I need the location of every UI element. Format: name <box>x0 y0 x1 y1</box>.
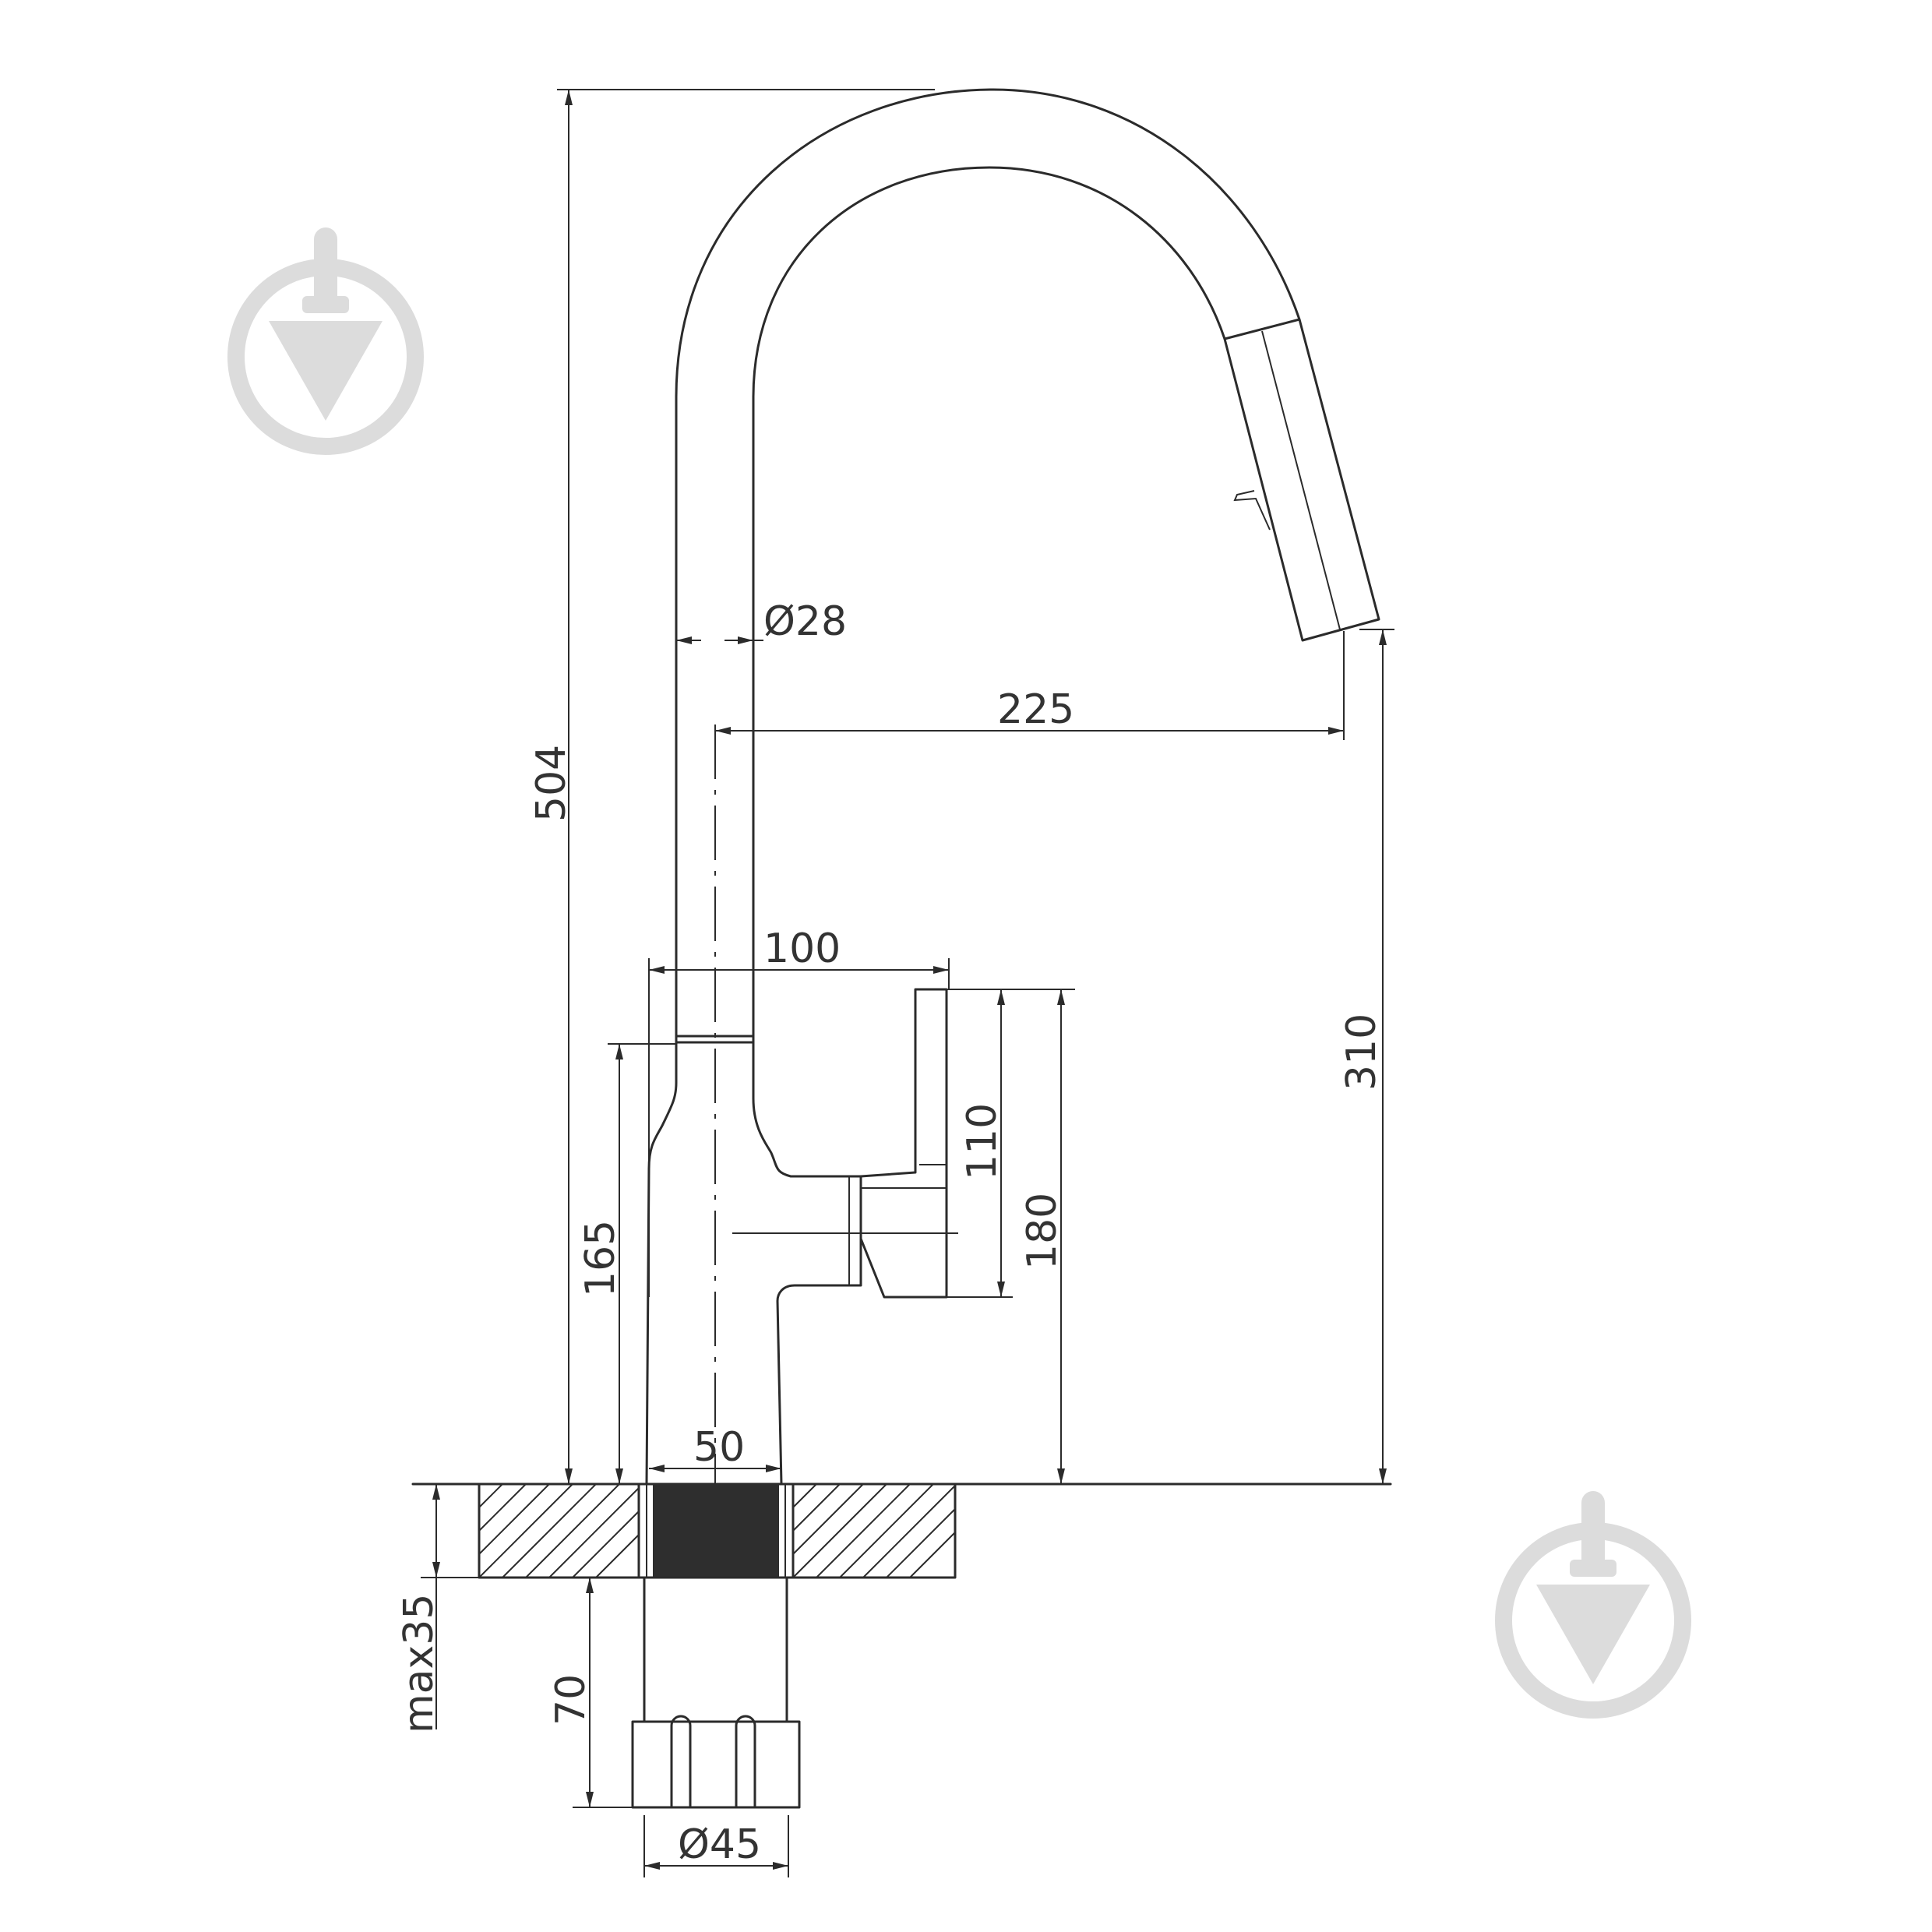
dim-spout-diameter: Ø28 <box>763 598 847 645</box>
dim-shank-diameter: Ø45 <box>678 1821 761 1868</box>
dim-shank-length: 70 <box>548 1674 594 1726</box>
dim-handle-offset: 100 <box>763 925 841 972</box>
dim-handle-top-height: 180 <box>1019 1193 1066 1270</box>
faucet-outline <box>645 88 1380 1486</box>
dim-max-countertop: max35 <box>396 1594 442 1733</box>
dim-total-height: 504 <box>528 745 575 822</box>
watermark-icon-top-left <box>227 227 424 455</box>
mounting-shank <box>631 1576 801 1809</box>
watermark-icon-bottom-right <box>1495 1491 1691 1719</box>
dimension-lines <box>421 89 1394 1877</box>
dim-base-width: 50 <box>693 1424 745 1471</box>
dim-handle-height: 110 <box>959 1103 1006 1180</box>
dim-outlet-height: 310 <box>1338 1014 1385 1091</box>
countertop-section <box>411 1482 1392 1579</box>
dim-body-height: 165 <box>577 1220 624 1297</box>
dim-spout-reach: 225 <box>997 686 1074 733</box>
